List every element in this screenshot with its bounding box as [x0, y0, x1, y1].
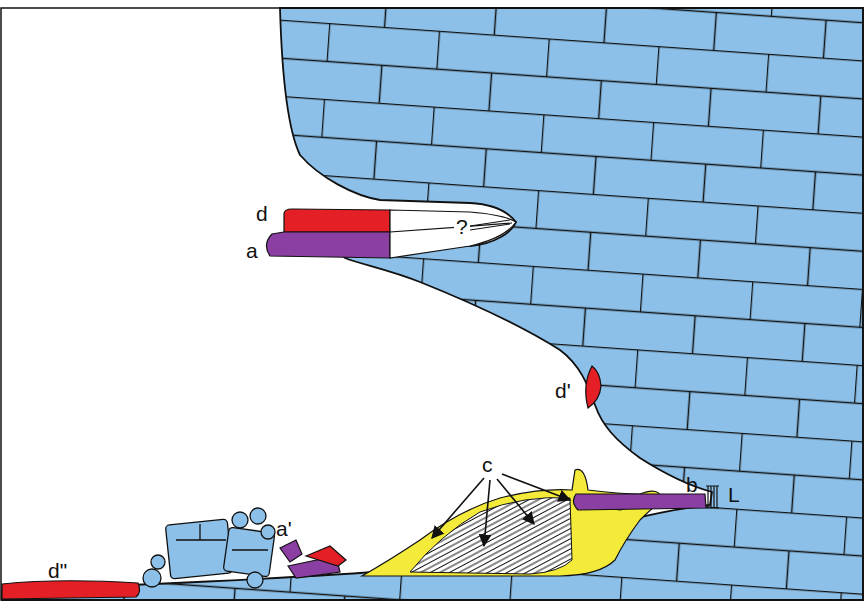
layer-b-purple — [573, 494, 706, 510]
fragment-d-red — [306, 546, 346, 566]
label-d: d — [256, 203, 268, 224]
label-L: L — [728, 484, 740, 505]
layer-unknown — [390, 210, 516, 258]
label-query: ? — [454, 216, 470, 237]
limestone-rock — [2, 8, 863, 600]
label-a: a — [246, 240, 258, 261]
leader-arrows — [432, 474, 570, 546]
layer-a-purple — [266, 232, 390, 258]
deposit-c-yellow — [362, 469, 662, 576]
lens-d-prime — [586, 366, 601, 408]
label-a-prime: a' — [276, 518, 292, 539]
label-d-prime: d' — [555, 380, 571, 401]
label-d-double-prime: d" — [48, 560, 67, 581]
fragment-a-prime — [280, 540, 302, 562]
layer-boundary — [390, 223, 512, 232]
layer-d-red — [284, 209, 390, 232]
hatching-L — [706, 486, 719, 508]
label-c: c — [482, 454, 493, 475]
layer-d-double-prime — [2, 581, 140, 599]
rubble-blocks — [143, 508, 275, 588]
label-b: b — [686, 474, 698, 495]
frame — [1, 8, 863, 600]
layer-boundary — [470, 220, 510, 230]
